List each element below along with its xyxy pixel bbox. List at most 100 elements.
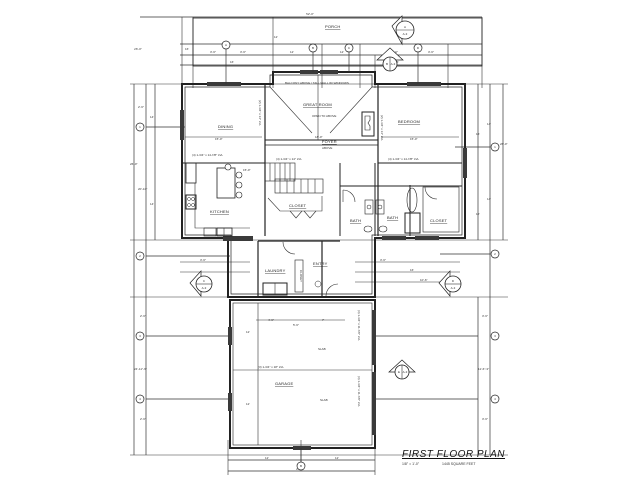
svg-text:3: 3 (494, 334, 496, 338)
svg-text:(3) 1-3/4" x 18" LVL: (3) 1-3/4" x 18" LVL (258, 365, 284, 369)
svg-text:SLAB: SLAB (318, 347, 326, 351)
svg-text:4: 4 (139, 397, 141, 401)
drawing-scale: 1/8" = 1'-0" (402, 462, 420, 466)
svg-text:(3) 1-3/4" x 11-7/8" LVL: (3) 1-3/4" x 11-7/8" LVL (357, 376, 361, 407)
svg-text:D: D (452, 279, 455, 283)
svg-text:3'-6": 3'-6" (482, 314, 488, 318)
svg-text:52'-0": 52'-0" (306, 12, 314, 16)
laundry-entry: LAUNDRY CLOSET ENTRY (257, 240, 340, 297)
svg-text:12': 12' (265, 456, 269, 460)
svg-text:PORCH: PORCH (325, 24, 340, 29)
svg-text:16': 16' (476, 132, 480, 136)
svg-text:2'-6": 2'-6" (140, 314, 146, 318)
great-room: BALCONY ABOVE / TALL WALL W/ WINDOWS GRE… (269, 75, 375, 150)
svg-text:3: 3 (139, 334, 141, 338)
svg-text:3'-6": 3'-6" (380, 258, 386, 262)
svg-text:12': 12' (290, 50, 294, 54)
svg-text:BEDROOM: BEDROOM (398, 119, 420, 124)
svg-text:A: A (404, 25, 406, 29)
svg-text:ENTRY: ENTRY (313, 261, 328, 266)
svg-text:16': 16' (410, 268, 414, 272)
dimension-lines (130, 16, 508, 475)
svg-text:12': 12' (246, 402, 250, 406)
svg-text:14': 14' (150, 115, 154, 119)
svg-text:(4) 1-3/4" x 14-7/8" LVL: (4) 1-3/4" x 14-7/8" LVL (192, 153, 223, 157)
svg-text:(3) 1-3/4" x 11-7/8" LVL: (3) 1-3/4" x 11-7/8" LVL (357, 310, 361, 341)
svg-text:26'-0": 26'-0" (130, 162, 138, 166)
svg-text:BALCONY ABOVE / TALL WALL W/ W: BALCONY ABOVE / TALL WALL W/ WINDOWS (285, 81, 349, 85)
svg-text:16': 16' (185, 47, 189, 51)
svg-text:12': 12' (340, 50, 344, 54)
svg-text:11'-6"-3": 11'-6"-3" (478, 367, 489, 371)
svg-text:16': 16' (230, 60, 234, 64)
svg-text:(2) 1-3/4" x 14" LVL: (2) 1-3/4" x 14" LVL (380, 115, 384, 141)
svg-text:12': 12' (335, 456, 339, 460)
svg-text:DINING: DINING (218, 124, 233, 129)
garage: (3) 1-3/4" x 18" LVL GARAGE SLAB SLAB (3… (228, 299, 376, 450)
svg-text:10'-6": 10'-6" (420, 278, 428, 282)
svg-text:SLAB: SLAB (320, 398, 328, 402)
svg-text:OPEN TO ABOVE: OPEN TO ABOVE (312, 114, 336, 118)
svg-text:12': 12' (274, 35, 278, 39)
main-house (180, 70, 467, 298)
kitchen: KITCHEN 15'-0" (185, 162, 251, 237)
svg-text:(4) 1-3/4" x 14-7/8" LVL: (4) 1-3/4" x 14-7/8" LVL (388, 157, 419, 161)
svg-text:BATH: BATH (387, 215, 398, 220)
svg-text:4: 4 (494, 397, 496, 401)
svg-text:KITCHEN: KITCHEN (210, 209, 229, 214)
section-marker-top: A A-3 (391, 15, 415, 46)
svg-text:2'-6": 2'-6" (140, 417, 146, 421)
title-block: FIRST FLOOR PLAN 1/8" = 1'-0" 1445 SQUAR… (402, 449, 505, 466)
svg-text:BATH: BATH (350, 218, 361, 223)
svg-text:3'-6": 3'-6" (240, 50, 246, 54)
svg-text:14': 14' (487, 197, 491, 201)
svg-text:3'-6": 3'-6" (200, 258, 206, 262)
svg-text:GARAGE: GARAGE (275, 381, 293, 386)
svg-text:15'-0": 15'-0" (243, 168, 251, 172)
bath-area: BATH BATH CLOSET (339, 163, 462, 236)
svg-text:B: B (386, 62, 388, 66)
svg-text:B: B (300, 464, 302, 468)
svg-text:18'-0": 18'-0" (315, 135, 323, 139)
svg-text:1: 1 (139, 125, 141, 129)
svg-text:3'-6": 3'-6" (210, 50, 216, 54)
svg-text:FOYER: FOYER (322, 139, 337, 144)
svg-text:CLOSET: CLOSET (299, 270, 303, 282)
dining-room: DINING 15'-0" (4) 1-3/4" x 14-7/8" LVL (… (185, 100, 262, 157)
svg-text:12': 12' (246, 330, 250, 334)
drawing-title: FIRST FLOOR PLAN (402, 449, 505, 460)
section-marker-garage: E A-3 (388, 359, 416, 380)
section-markers: A A-3 B A-3 C A-3 D A-3 E (189, 15, 462, 380)
svg-text:A-3: A-3 (403, 32, 408, 36)
svg-text:(2) 1-3/4" x 14" LVL: (2) 1-3/4" x 14" LVL (258, 100, 262, 126)
section-marker-center: B A-3 (376, 47, 404, 72)
svg-text:D: D (417, 46, 420, 50)
svg-text:14': 14' (487, 122, 491, 126)
svg-text:C: C (348, 46, 351, 50)
svg-text:2: 2 (139, 254, 141, 258)
svg-text:E: E (398, 370, 400, 374)
svg-text:B: B (312, 46, 314, 50)
svg-text:16': 16' (395, 60, 399, 64)
svg-text:15'-0": 15'-0" (215, 137, 223, 141)
stairs: CLOSET (264, 162, 324, 219)
svg-text:A-3: A-3 (202, 286, 207, 290)
svg-text:GREAT ROOM: GREAT ROOM (303, 102, 332, 107)
svg-text:ABOVE: ABOVE (322, 146, 332, 150)
svg-text:5'-6": 5'-6" (293, 323, 299, 327)
svg-text:(4) 1-3/4" x 14" LVL: (4) 1-3/4" x 14" LVL (276, 157, 302, 161)
svg-text:LAUNDRY: LAUNDRY (265, 268, 286, 273)
svg-text:3'-6": 3'-6" (482, 417, 488, 421)
drawing-area: 1445 SQUARE FEET (442, 462, 476, 466)
svg-text:3'-6": 3'-6" (428, 50, 434, 54)
svg-text:24'-11"-6": 24'-11"-6" (134, 367, 147, 371)
section-marker-left: C A-3 (189, 270, 213, 297)
bedroom: BEDROOM 15'-0" (4) 1-3/4" x 14-7/8" LVL … (276, 115, 459, 161)
svg-text:CLOSET: CLOSET (289, 203, 307, 208)
svg-text:A-3: A-3 (391, 62, 396, 66)
svg-text:C: C (203, 279, 206, 283)
svg-text:A: A (225, 43, 227, 47)
svg-text:3'-6": 3'-6" (392, 50, 398, 54)
svg-text:20'-10": 20'-10" (138, 187, 147, 191)
